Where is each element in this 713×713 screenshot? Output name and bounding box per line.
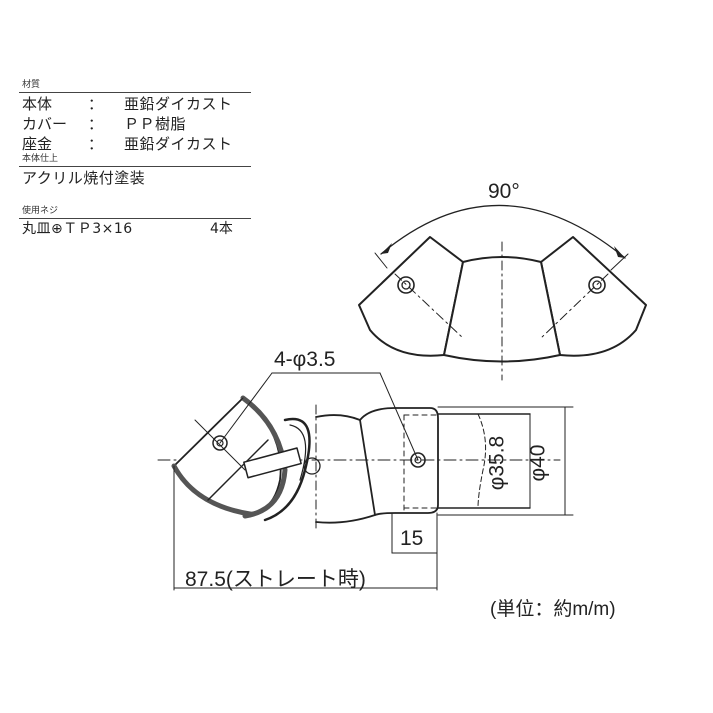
screw-heading: 使用ネジ: [22, 206, 59, 216]
inner-diameter-label: φ35.8: [485, 435, 509, 491]
finish-heading: 本体仕上: [22, 154, 59, 164]
angle-label: 90°: [488, 180, 520, 203]
side-view: [157, 372, 574, 591]
finish-row: アクリル焼付塗装: [19, 168, 251, 188]
colon: ：: [88, 115, 104, 133]
screw-qty: 4本: [210, 221, 233, 237]
material-value: 亜鉛ダイカスト: [124, 95, 233, 113]
hole-label: 4-φ3.5: [274, 348, 336, 371]
colon: ：: [88, 95, 104, 113]
unit-label: (単位：約m/m): [490, 599, 616, 620]
finish-value: アクリル焼付塗装: [22, 169, 146, 187]
part-name: カバー: [22, 115, 68, 133]
part-name: 座金: [22, 135, 53, 153]
angle-arc: [380, 204, 626, 259]
material-heading: 材質: [22, 80, 41, 90]
length-label: 87.5(ストレート時): [185, 568, 366, 591]
depth-label: 15: [400, 527, 424, 550]
divider: [19, 92, 251, 93]
material-row: 本体 ： 亜鉛ダイカスト: [19, 94, 251, 114]
material-row: 座金 ： 亜鉛ダイカスト: [19, 134, 251, 154]
outer-diameter-label: φ40: [526, 444, 550, 482]
material-value: ＰＰ樹脂: [124, 115, 187, 133]
spec-table: 材質 本体 ： 亜鉛ダイカスト カバー ： ＰＰ樹脂 座金 ： 亜鉛ダイカスト …: [19, 80, 251, 238]
divider: [19, 166, 251, 167]
material-value: 亜鉛ダイカスト: [124, 135, 233, 153]
material-row: カバー ： ＰＰ樹脂: [19, 114, 251, 134]
screw-row: 丸皿⊕ＴＰ3×16 4本: [19, 220, 251, 238]
screw-value: 丸皿⊕ＴＰ3×16: [22, 221, 133, 237]
top-view: [358, 204, 647, 381]
divider: [19, 218, 251, 219]
part-name: 本体: [22, 95, 53, 113]
colon: ：: [88, 135, 104, 153]
